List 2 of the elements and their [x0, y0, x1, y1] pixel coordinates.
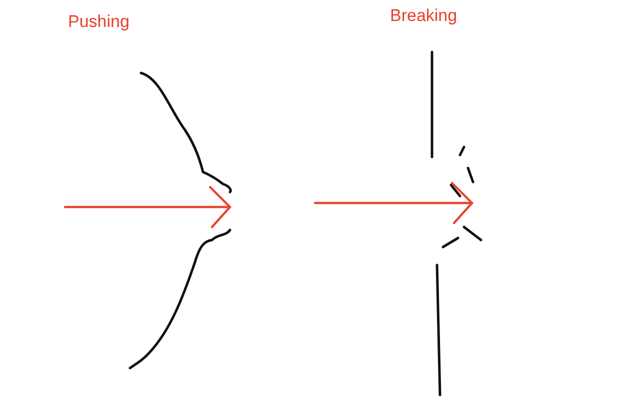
panel-title: Breaking	[390, 6, 458, 26]
panel-title: Pushing	[68, 12, 130, 32]
